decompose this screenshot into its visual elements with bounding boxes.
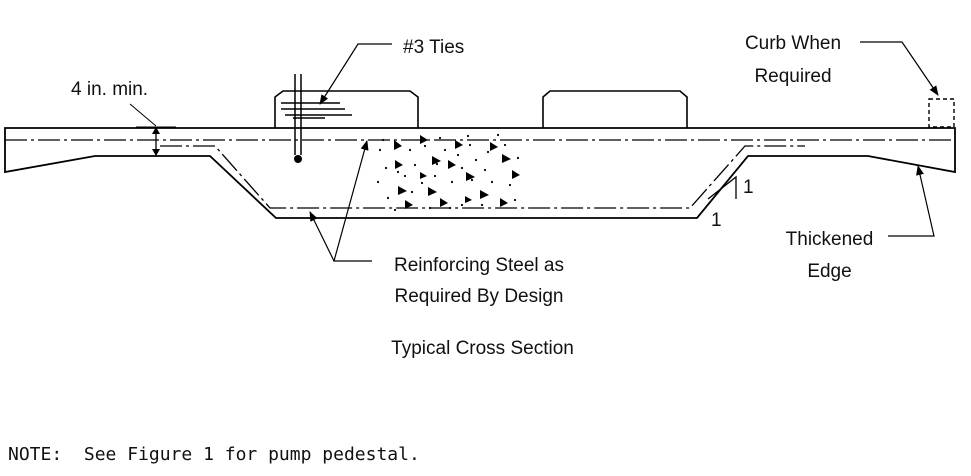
reinforcing-label-line1: Reinforcing Steel as [393,255,565,276]
curb-leader [860,41,939,96]
slope-rise-label: 1 [743,177,754,198]
slope-indicator [707,175,737,200]
pump-pedestal-left [274,90,419,128]
slab-outline [4,127,956,219]
min-thickness-label: 4 in. min. [71,79,149,100]
pump-pedestal-right [542,90,688,128]
curb-label-line2: Required [754,66,832,87]
caption: Typical Cross Section [391,338,574,359]
reinforcing-label-line2: Required By Design [394,286,564,307]
thickened-edge-label-line1: Thickened [785,229,874,250]
tie-bar-end [294,155,302,163]
ties-label: #3 Ties [403,37,465,58]
concrete-texture [376,133,520,212]
reinforcing-leader-top [333,140,372,262]
thickened-edge-leader [888,165,935,237]
thickened-edge-label-line2: Edge [807,261,852,282]
reinforcing-leader-bottom [309,211,335,262]
ties-leader [319,43,392,105]
curb-label-line1: Curb When [744,33,842,54]
reinforcing-steel-bottom [160,145,805,209]
curb-outline [928,98,955,128]
tie-bars [281,74,352,159]
note-text: NOTE: See Figure 1 for pump pedestal. [8,444,420,465]
slope-run-label: 1 [711,210,722,231]
